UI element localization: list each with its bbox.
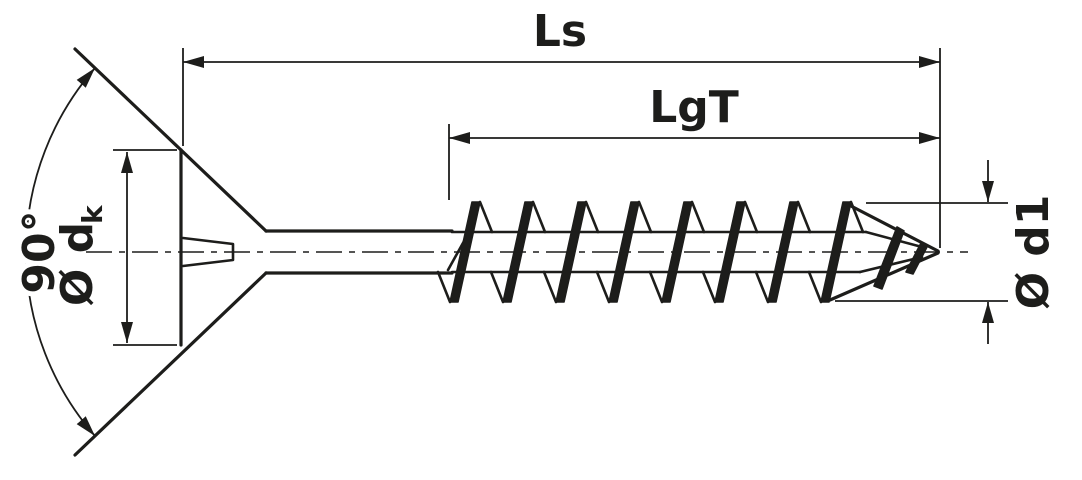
label-head-angle-group: 90°	[9, 205, 70, 298]
thread-crest-back-top	[796, 200, 812, 234]
angle-arc	[25, 67, 96, 437]
thread-crest-back-bottom	[807, 270, 823, 304]
label-head-diameter-subscript: k	[76, 204, 109, 224]
screw-thread	[436, 200, 940, 304]
thread-crest-back-top	[637, 200, 653, 234]
dimension-head-diameter: Ø d k	[52, 149, 177, 346]
thread-crest-back-top	[478, 200, 494, 234]
thread-crest-back-bottom	[489, 270, 505, 304]
dimensions: Ls LgT Ø d k	[9, 6, 1059, 437]
dimension-head-angle: 90°	[9, 67, 96, 437]
label-thread-diameter-group: Ø d1	[1008, 195, 1059, 310]
thread-crest-back-bottom	[701, 270, 717, 304]
label-total-length: Ls	[533, 6, 587, 57]
screw-outline	[73, 47, 454, 457]
thread-crest-back-bottom	[648, 270, 664, 304]
label-head-angle: 90°	[14, 210, 65, 293]
head-cone-top-line	[73, 47, 268, 233]
dimension-thread-diameter: Ø d1	[835, 160, 1059, 344]
drive-recess-profile	[181, 236, 235, 268]
thread-crest-back-bottom	[595, 270, 611, 304]
tip-thread-flank	[905, 242, 928, 275]
tip-thread-flank	[873, 226, 905, 290]
screw-tip	[828, 204, 940, 302]
tip-top-taper	[849, 204, 940, 253]
label-thread-diameter: Ø d1	[1008, 195, 1059, 310]
thread-crest-back-top	[531, 200, 547, 234]
thread-crest-back-bottom	[436, 270, 452, 304]
thread-crest-back-bottom	[542, 270, 558, 304]
thread-crest-back-top	[743, 200, 759, 234]
head-cone-bottom-line	[73, 271, 268, 457]
dimension-total-length: Ls	[182, 6, 941, 248]
screw-thread-turns	[436, 200, 865, 304]
label-thread-length: LgT	[649, 82, 739, 133]
thread-crest-back-top	[584, 200, 600, 234]
thread-crest-back-top	[690, 200, 706, 234]
dimension-thread-length: LgT	[448, 82, 940, 200]
thread-crest-back-bottom	[754, 270, 770, 304]
